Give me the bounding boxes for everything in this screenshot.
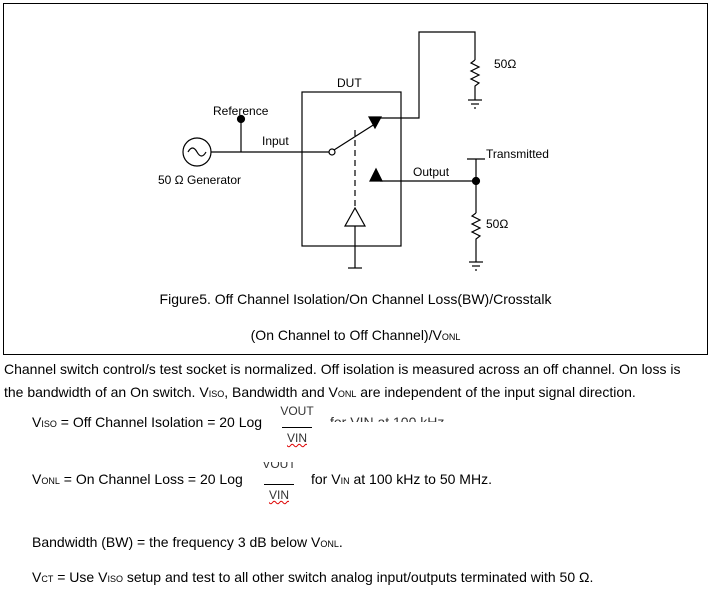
viso-denominator: VIN (286, 431, 307, 445)
t: ISO (208, 389, 225, 399)
control-buffer-triangle (343, 206, 367, 227)
t: , Bandwidth and V (224, 384, 338, 400)
t: . (338, 534, 343, 550)
paragraph-line2: the bandwidth of an On switch. VISO, Ban… (4, 384, 636, 400)
viso-clipped-tail: for VIN at 100 kHz. (330, 414, 449, 422)
t: = Use V (53, 569, 108, 585)
formula-vonl: VONL = On Channel Loss = 20 Log (32, 471, 243, 487)
sine-icon (187, 147, 207, 157)
t: IN (340, 476, 350, 486)
vonl-fraction: VOUT VIN (254, 462, 304, 502)
t: ISO (41, 419, 57, 429)
formula-vct: VCT = Use VISO setup and test to all oth… (32, 569, 593, 585)
t: Bandwidth (BW) = the frequency 3 dB belo… (32, 534, 321, 550)
t: are independent of the input signal dire… (356, 384, 636, 400)
viso-numerator: VOUT (280, 404, 314, 418)
vonl-tail: for VIN at 100 kHz to 50 MHz. (311, 471, 492, 487)
transmitted-label: Transmitted (486, 147, 549, 161)
t: V (32, 414, 42, 430)
t: at 100 kHz to 50 MHz. (349, 471, 492, 487)
t: setup and test to all other switch analo… (122, 569, 594, 585)
resistor-top-label: 50Ω (494, 57, 516, 71)
paragraph-line1: Channel switch control/s test socket is … (4, 361, 681, 377)
reference-label: Reference (213, 104, 269, 118)
t: V (32, 471, 42, 487)
switch-pivot (328, 148, 336, 156)
reference-node (236, 114, 246, 124)
generator-label: 50 Ω Generator (158, 173, 241, 187)
t: for V (311, 471, 341, 487)
output-label: Output (413, 165, 450, 179)
resistor-bottom (470, 212, 482, 262)
resistor-bottom-label: 50Ω (486, 217, 508, 231)
dut-label: DUT (337, 76, 362, 90)
switch-arm (333, 121, 379, 151)
circuit-diagram: DUT Reference Input 50 Ω Generator Outpu… (158, 31, 549, 271)
t: the bandwidth of an On switch. V (4, 384, 209, 400)
vonl-denominator: VIN (268, 488, 289, 502)
t: ONL (320, 539, 339, 549)
t: ONL (337, 389, 357, 399)
off-contact-triangle (367, 116, 383, 130)
t: ISO (107, 574, 123, 584)
formula-viso: VISO = Off Channel Isolation = 20 Log (32, 414, 262, 430)
resistor-top (469, 59, 481, 100)
formula-bandwidth: Bandwidth (BW) = the frequency 3 dB belo… (32, 534, 343, 550)
t: = Off Channel Isolation = 20 Log (56, 414, 263, 430)
viso-fraction: VOUT VIN (272, 404, 322, 445)
figure-frame (3, 3, 708, 355)
vonl-numerator: VOUT (262, 462, 296, 470)
on-contact-triangle (369, 167, 383, 182)
off-wire (380, 31, 476, 119)
figure-caption-line2: (On Channel to Off Channel)/VONL (0, 327, 711, 343)
figure-caption-line1: Figure5. Off Channel Isolation/On Channe… (159, 291, 552, 307)
input-label: Input (262, 134, 289, 148)
t: = On Channel Loss = 20 Log (59, 471, 243, 487)
caption-sub: ONL (441, 332, 461, 342)
t: ONL (41, 476, 60, 486)
dut-box (301, 91, 402, 247)
t: CT (41, 574, 54, 584)
t: V (32, 569, 42, 585)
caption-text: (On Channel to Off Channel)/V (250, 327, 442, 343)
